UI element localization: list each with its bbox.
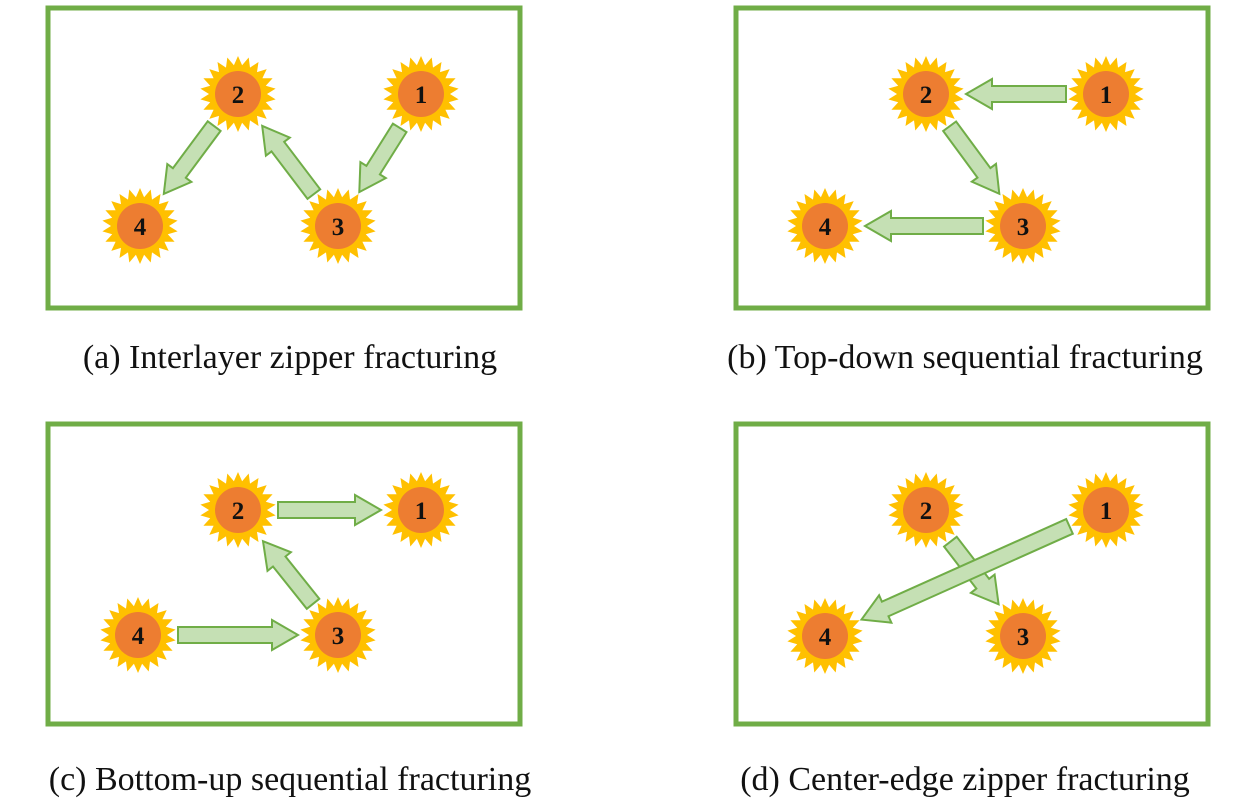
panel-c-caption: (c) Bottom-up sequential fracturing [49,761,531,798]
fracture-stage-1-star-icon: 1 [383,56,459,132]
stage-number-label: 3 [332,214,345,241]
panel-c: 1 2 3 4 (c) Bottom-up sequential fracturing [45,421,531,798]
sequence-arrow-1-to-4 [859,517,1075,624]
star-burst-core [115,612,161,658]
panel-b-caption: (b) Top-down sequential fracturing [727,339,1203,376]
star-burst-core [315,612,361,658]
sequence-arrow-3-to-4 [862,209,984,243]
stage-number-label: 4 [819,624,832,651]
sequence-arrow-3-to-2 [260,124,322,201]
stage-number-label: 3 [1017,214,1030,241]
star-burst-core [215,487,261,533]
panel-d-caption: (d) Center-edge zipper fracturing [740,761,1190,798]
sequence-arrow-4-to-3 [177,618,301,652]
fracture-stage-4-star-icon: 4 [787,598,863,674]
star-burst-core [802,613,848,659]
sequence-arrow-2-to-4 [162,119,222,196]
sequence-arrow-1-to-2 [963,77,1067,111]
stage-number-label: 2 [232,82,245,109]
fracture-stage-3-star-icon: 3 [300,188,376,264]
fracture-stage-4-star-icon: 4 [102,188,178,264]
stage-number-label: 2 [920,82,933,109]
fracture-stage-1-star-icon: 1 [1068,56,1144,132]
sequence-arrow-1-to-3 [358,122,408,194]
stage-number-label: 1 [1100,498,1113,525]
stage-number-label: 1 [415,82,428,109]
sequence-arrow-3-to-2 [261,539,321,611]
star-burst-core [215,71,261,117]
star-burst-core [315,203,361,249]
fracture-stage-3-star-icon: 3 [300,597,376,673]
panel-d: 1 2 3 4 (d) Center-edge zipper fracturing [733,421,1211,798]
fracture-stage-2-star-icon: 2 [200,472,276,548]
fracture-stage-3-star-icon: 3 [985,188,1061,264]
stage-number-label: 1 [1100,82,1113,109]
stage-number-label: 4 [134,214,147,241]
fracture-stage-1-star-icon: 1 [1068,472,1144,548]
fracture-stage-1-star-icon: 1 [383,472,459,548]
stage-number-label: 2 [920,498,933,525]
stage-number-label: 3 [332,623,345,650]
panel-b: 1 2 3 4 (b) Top-down sequential fracturing [727,5,1211,376]
star-burst-core [903,71,949,117]
star-burst-core [903,487,949,533]
panel-a: 1 2 3 4 (a) Interlayer zipper fracturing [45,5,523,376]
panel-a-caption: (a) Interlayer zipper fracturing [83,339,497,376]
fracture-stage-3-star-icon: 3 [985,598,1061,674]
fracture-stage-2-star-icon: 2 [200,56,276,132]
fracture-stage-2-star-icon: 2 [888,472,964,548]
star-burst-core [1083,71,1129,117]
stage-number-label: 2 [232,498,245,525]
stage-number-label: 3 [1017,624,1030,651]
star-burst-core [117,203,163,249]
fracture-stage-2-star-icon: 2 [888,56,964,132]
star-burst-core [1000,613,1046,659]
star-burst-core [802,203,848,249]
stage-number-label: 4 [132,623,145,650]
star-burst-core [398,71,444,117]
sequence-arrow-2-to-1 [277,493,384,527]
stage-number-label: 1 [415,498,428,525]
stage-number-label: 4 [819,214,832,241]
fracture-stage-4-star-icon: 4 [787,188,863,264]
star-burst-core [398,487,444,533]
sequence-arrow-2-to-3 [941,120,1001,196]
star-burst-core [1000,203,1046,249]
fracture-stage-4-star-icon: 4 [100,597,176,673]
star-burst-core [1083,487,1129,533]
